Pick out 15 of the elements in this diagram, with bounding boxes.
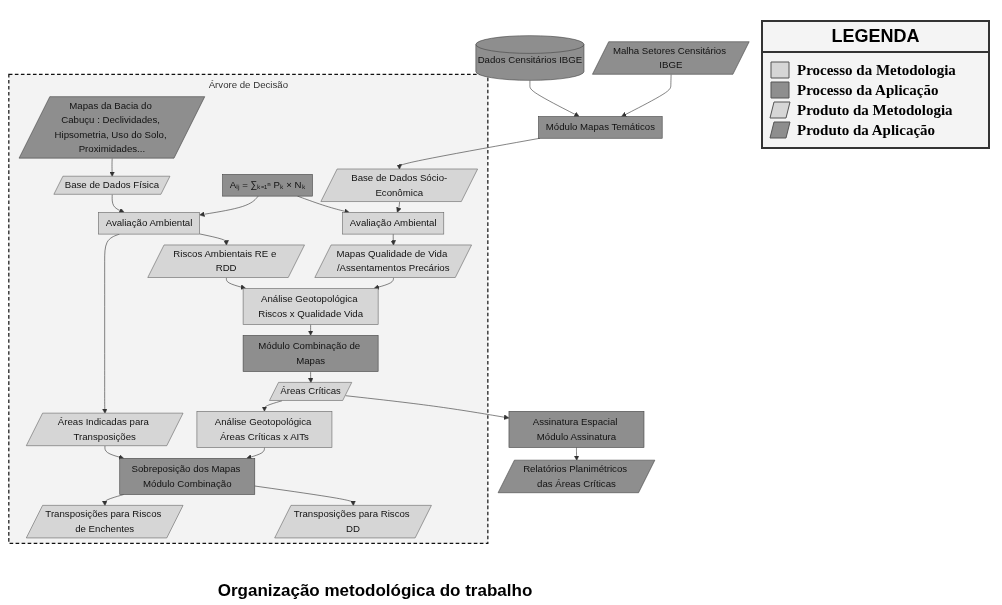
caption: Organização metodológica do trabalho xyxy=(216,581,534,601)
node-box: Avaliação Ambiental xyxy=(342,212,445,235)
node-box: Análise Geotopológica Riscos x Qualidade Vida xyxy=(242,288,379,325)
legend-text: Processo da Metodologia xyxy=(797,61,956,79)
node-box: Avaliação Ambiental xyxy=(98,212,200,235)
node-box: Assinatura Espacial Módulo Assinatura xyxy=(508,411,645,448)
node-box: Aᵢⱼ = ∑ₖ₌₁ⁿ Pₖ × Nₖ xyxy=(222,174,313,197)
node-box: Módulo Mapas Temáticos xyxy=(538,116,663,139)
node-box: Módulo Combinação de Mapas xyxy=(242,335,379,372)
node-box: Sobreposição dos Mapas Módulo Combinação xyxy=(119,458,256,495)
legend-title: LEGENDA xyxy=(763,22,988,53)
legend-text: Produto da Aplicação xyxy=(797,121,936,139)
legend-text: Processo da Aplicação xyxy=(797,81,939,99)
legend-text: Produto da Metodologia xyxy=(797,101,953,119)
node-box: Análise Geotopológica Áreas Críticas x AITs xyxy=(196,411,333,448)
